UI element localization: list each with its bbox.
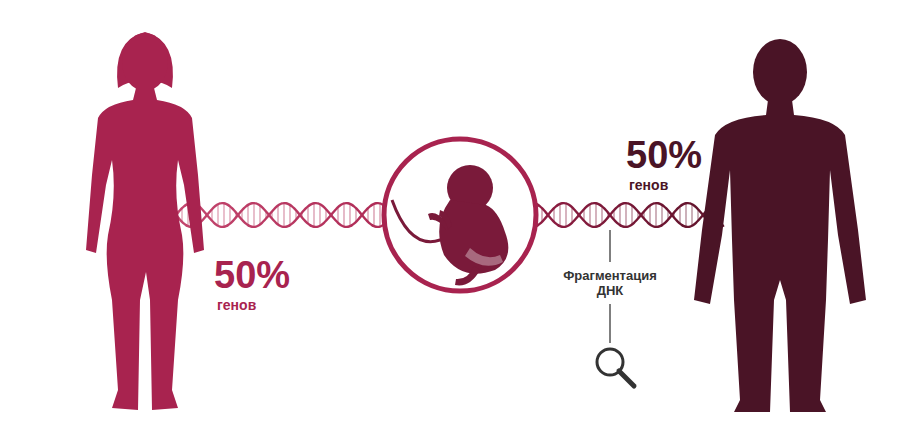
dna-rung — [625, 203, 626, 227]
woman-silhouette — [86, 32, 204, 410]
dna-rung — [379, 203, 380, 226]
dna-rung — [217, 204, 218, 226]
dna-rung — [259, 206, 260, 225]
dna-rung — [595, 203, 596, 227]
dna-strand — [176, 203, 384, 227]
percent-label: 50% — [214, 256, 290, 294]
dna-rung — [691, 204, 692, 226]
dna-rung — [589, 204, 590, 226]
dna-rung — [289, 205, 290, 225]
dna-rung — [247, 205, 248, 225]
dna-rung — [337, 207, 338, 223]
fragmentation-label: Фрагментация ДНК — [550, 268, 670, 298]
dna-strand — [536, 203, 724, 227]
dna-strand — [536, 203, 724, 227]
dna-rung — [631, 206, 632, 225]
dna-rung — [661, 205, 662, 225]
dna-rung — [649, 206, 650, 225]
dna-rung — [373, 204, 374, 227]
genes-label: генов — [217, 298, 256, 312]
dna-rung — [343, 203, 344, 226]
dna-rung — [565, 203, 566, 226]
magnifier-icon — [597, 349, 634, 386]
dna-rung — [319, 204, 320, 226]
dna-rung — [277, 206, 278, 225]
dna-rung — [283, 203, 284, 227]
percent-label: 50% — [626, 136, 702, 174]
dna-rung — [349, 204, 350, 227]
dna-rung — [253, 203, 254, 227]
dna-rung — [307, 206, 308, 223]
genes-label: генов — [629, 178, 668, 192]
dna-rung — [679, 206, 680, 223]
dna-rung — [655, 203, 656, 227]
man-silhouette — [694, 39, 866, 412]
dna-strand — [176, 203, 384, 227]
embryo-icon — [384, 139, 536, 291]
dna-rung — [601, 206, 602, 223]
dna-rung — [223, 203, 224, 227]
dna-rung — [571, 207, 572, 223]
dna-rung — [685, 203, 686, 227]
dna-rung — [229, 206, 230, 223]
dna-rung — [619, 205, 620, 225]
dna-rung — [313, 203, 314, 227]
dna-rung — [559, 204, 560, 227]
